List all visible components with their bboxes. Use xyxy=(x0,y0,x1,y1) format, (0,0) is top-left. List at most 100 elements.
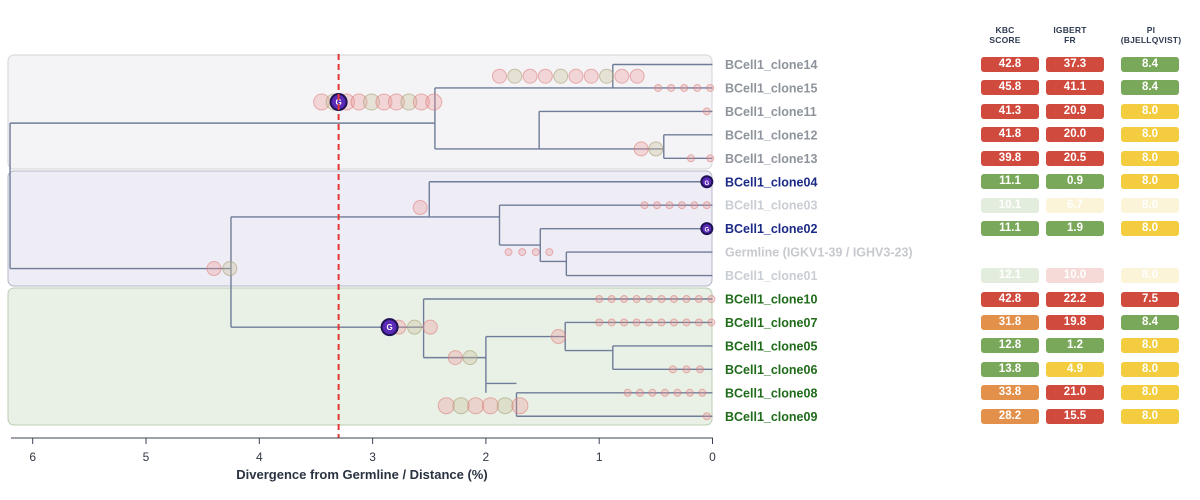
mutation-bubble xyxy=(629,68,645,84)
mutation-bubble xyxy=(693,83,702,92)
leaf-label: BCell1_clone05 xyxy=(725,339,817,353)
mutation-bubble xyxy=(522,68,538,84)
score-cell: 41.8 xyxy=(981,127,1039,143)
mutation-bubble xyxy=(452,397,470,415)
germline-marker-icon xyxy=(700,175,714,189)
x-axis-tick-label: 1 xyxy=(596,450,603,464)
mutation-bubble xyxy=(690,201,699,210)
mutation-bubble xyxy=(707,318,716,327)
mutation-bubble xyxy=(614,68,630,84)
mutation-bubble xyxy=(595,318,604,327)
mutation-bubble xyxy=(620,318,629,327)
mutation-bubble xyxy=(657,295,666,303)
mutation-bubble xyxy=(599,68,615,84)
mutation-bubble xyxy=(437,397,455,415)
mutation-bubble xyxy=(669,295,678,303)
mutation-bubble xyxy=(375,93,393,111)
mutation-bubble xyxy=(425,93,443,111)
x-axis-title: Divergence from Germline / Distance (%) xyxy=(236,467,487,482)
score-cell: 11.1 xyxy=(981,174,1039,190)
mutation-bubble xyxy=(447,350,463,366)
mutation-bubble xyxy=(702,412,711,421)
mutation-bubble xyxy=(595,295,604,303)
germline-marker-icon-label: G xyxy=(704,181,709,187)
mutation-bubble xyxy=(583,68,599,84)
score-cell: 8.0 xyxy=(1121,103,1179,119)
mutation-bubble xyxy=(702,201,711,210)
mutation-bubble xyxy=(657,318,666,327)
mutation-bubble xyxy=(640,201,649,210)
germline-marker-icon-label: G xyxy=(335,98,341,107)
score-cell: 8.4 xyxy=(1121,80,1179,96)
leaf-label: BCell1_clone11 xyxy=(725,105,817,119)
mutation-bubble xyxy=(685,388,694,397)
score-cell: 19.8 xyxy=(1046,314,1104,330)
column-header-igbert-line1: IGBERT xyxy=(1053,25,1087,35)
score-cell: 41.3 xyxy=(981,103,1039,119)
score-cell: 8.0 xyxy=(1121,197,1179,213)
score-cell: 20.0 xyxy=(1046,127,1104,143)
mutation-bubble xyxy=(387,93,405,111)
score-cell: 42.8 xyxy=(981,57,1039,72)
score-cell: 8.0 xyxy=(1121,361,1179,377)
mutation-bubble xyxy=(623,388,632,397)
mutation-bubble xyxy=(635,388,644,397)
score-cell: 39.8 xyxy=(981,150,1039,166)
score-cell: 21.0 xyxy=(1046,385,1104,401)
leaf-label: BCell1_clone04 xyxy=(725,175,817,189)
score-cell: 12.8 xyxy=(981,338,1039,354)
column-header-pi-line1: PI xyxy=(1146,25,1156,35)
mutation-bubble xyxy=(633,141,649,157)
tree-edges xyxy=(9,63,713,417)
leaf-label: BCell1_clone03 xyxy=(725,199,817,213)
mutation-bubble xyxy=(206,261,222,277)
mutation-bubble xyxy=(686,154,695,163)
column-header-kbc: KBC SCORE xyxy=(975,25,1035,45)
score-cell: 0.9 xyxy=(1046,174,1104,190)
mutation-bubble xyxy=(568,68,584,84)
score-cell: 8.0 xyxy=(1121,385,1179,401)
score-cell: 12.1 xyxy=(981,268,1039,284)
leaf-label: Germline (IGKV1-39 / IGHV3-23) xyxy=(725,246,913,260)
score-cell: 31.8 xyxy=(981,314,1039,330)
x-axis-tick-label: 4 xyxy=(256,450,263,464)
column-header-igbert: IGBERT FR xyxy=(1040,25,1100,45)
leaf-label: BCell1_clone12 xyxy=(725,128,817,142)
score-cell: 22.2 xyxy=(1046,291,1104,307)
leaf-labels: BCell1_clone14BCell1_clone15BCell1_clone… xyxy=(725,58,913,424)
score-cell: 45.8 xyxy=(981,80,1039,96)
score-cell: 1.2 xyxy=(1046,338,1104,354)
mutation-bubble xyxy=(682,295,691,303)
column-header-kbc-line2: SCORE xyxy=(989,35,1021,45)
x-axis-tick-label: 0 xyxy=(709,450,716,464)
mutation-bubble xyxy=(694,295,703,303)
score-cell: 7.5 xyxy=(1121,291,1179,307)
germline-marker-icon-label: G xyxy=(386,323,392,332)
score-cell: 20.9 xyxy=(1046,103,1104,119)
mutation-bubble xyxy=(545,248,554,257)
mutation-bubble xyxy=(496,397,514,415)
mutation-bubble xyxy=(668,365,677,374)
score-cell: 8.0 xyxy=(1121,338,1179,354)
mutation-bubble xyxy=(491,68,507,84)
mutation-bubble xyxy=(652,201,661,210)
leaf-label: BCell1_clone15 xyxy=(725,81,817,95)
leaf-label: BCell1_clone14 xyxy=(725,58,817,72)
mutation-bubble xyxy=(645,318,654,327)
column-header-pi: PI (BJELLQVIST) xyxy=(1106,25,1196,45)
column-header-kbc-line1: KBC xyxy=(995,25,1015,35)
germline-marker-icon xyxy=(700,222,714,236)
leaf-label: BCell1_clone09 xyxy=(725,410,817,424)
mutation-bubble xyxy=(702,107,711,116)
x-axis: Divergence from Germline / Distance (%) … xyxy=(11,437,716,482)
group-band-green xyxy=(7,287,713,426)
mutation-bubble xyxy=(648,141,664,157)
mutation-bubble xyxy=(531,248,540,257)
leaf-label: BCell1_clone10 xyxy=(725,293,817,307)
mutation-bubble xyxy=(412,93,430,111)
mutation-bubble xyxy=(654,83,663,92)
mutation-bubble xyxy=(620,295,629,303)
score-cell: 41.1 xyxy=(1046,80,1104,96)
score-cell: 8.0 xyxy=(1121,174,1179,190)
